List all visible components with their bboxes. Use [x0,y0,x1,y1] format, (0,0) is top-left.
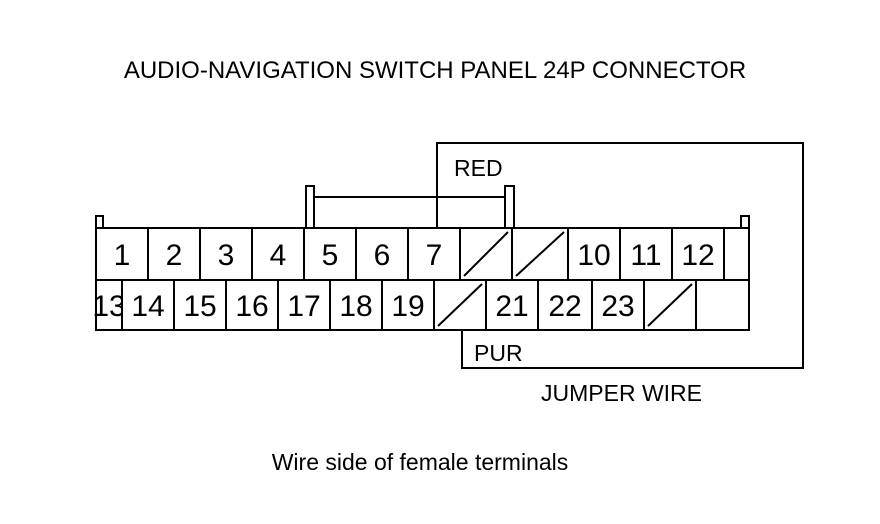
pin-2: 2 [147,227,201,281]
pin-number: 6 [374,239,391,272]
pin-cavity [671,227,725,281]
pin-cavity [277,279,331,331]
pin-3: 3 [199,227,253,281]
pin-number: 2 [166,239,183,272]
jumper-wire [436,142,804,369]
pin-21: 21 [485,279,539,331]
pin-number: 11 [630,239,661,272]
pin-19: 19 [381,279,435,331]
pin-empty-bottom-12 [643,279,697,331]
diagram-caption: Wire side of female terminals [272,449,569,475]
pin-empty-top-9 [511,227,569,281]
pin-5: 5 [303,227,357,281]
pin-1: 1 [95,227,149,281]
pin-number: 22 [548,290,581,323]
pin-number: 18 [339,290,372,323]
pin-number: 5 [322,239,339,272]
pin-empty-top-8 [459,227,513,281]
unused-terminal-slash [515,231,565,277]
pin-14: 14 [121,279,175,331]
pin-17: 17 [277,279,331,331]
pin-10: 10 [567,227,621,281]
unused-terminal-slash [463,231,509,277]
pin-number: 23 [601,290,634,323]
pin-cavity [225,279,279,331]
pin-15: 15 [173,279,227,331]
pin-18: 18 [329,279,383,331]
pin-number: 16 [235,290,268,323]
pin-22: 22 [537,279,593,331]
pin-cavity [303,227,357,281]
pin-12: 12 [671,227,725,281]
pin-number: 3 [218,239,235,272]
wire-color-red-label: RED [454,155,503,181]
pin-number: 12 [681,239,714,272]
wire-color-pur-label: PUR [474,340,523,366]
pin-number: 13 [92,290,125,323]
unused-terminal-slash [437,283,483,327]
pin-number: 19 [391,290,424,323]
pin-4: 4 [251,227,305,281]
pin-number: 1 [114,239,131,272]
pin-13: 13 [92,279,126,331]
pin-6: 6 [355,227,409,281]
pin-cavity [619,227,673,281]
pin-cavity [537,279,593,331]
pin-7: 7 [407,227,461,281]
pin-11: 11 [619,227,673,281]
pin-number: 10 [577,239,610,272]
pin-cavity [485,279,539,331]
pin-16: 16 [225,279,279,331]
pin-number: 14 [131,290,164,323]
pin-number: 4 [270,239,287,272]
pin-number: 21 [495,290,528,323]
pin-cavity [591,279,645,331]
pin-number: 15 [183,290,216,323]
pin-23: 23 [591,279,645,331]
unused-terminal-slash [647,283,693,327]
pin-cavity [95,279,123,331]
diagram-title: AUDIO-NAVIGATION SWITCH PANEL 24P CONNEC… [124,57,746,84]
jumper-wire-label: JUMPER WIRE [541,380,702,406]
pin-empty-bottom-8 [433,279,487,331]
pin-number: 7 [426,239,443,272]
pin-number: 17 [287,290,320,323]
pin-cavity [147,227,201,281]
